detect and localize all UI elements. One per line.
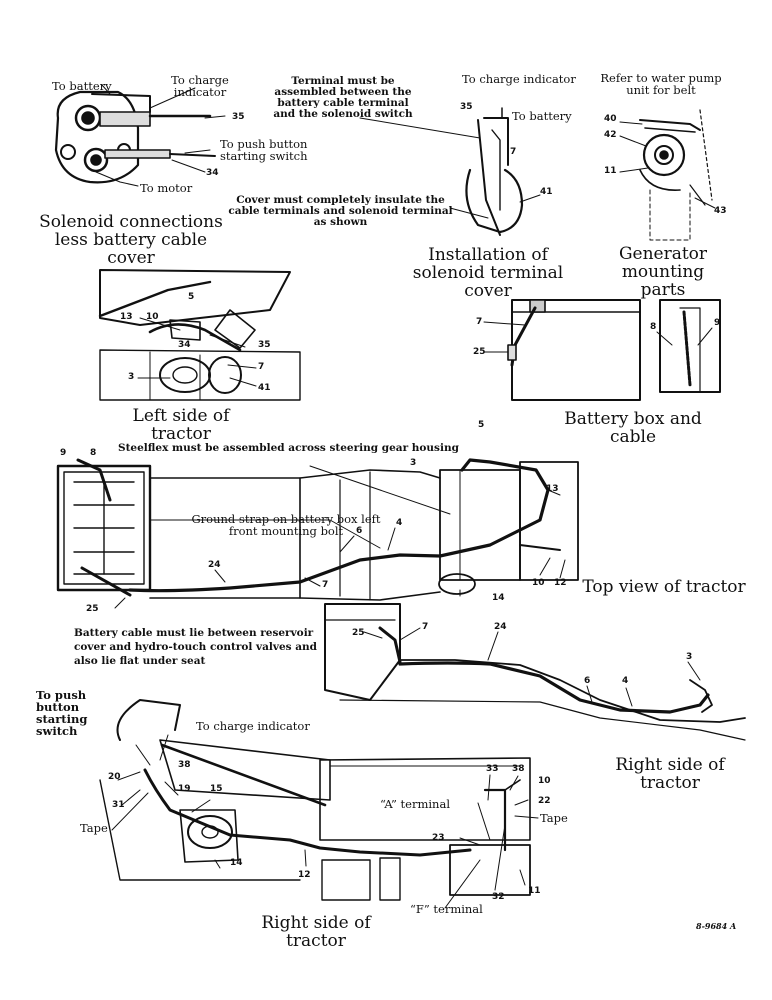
callout-7: 7 [322, 580, 329, 590]
callout-13: 13 [546, 484, 559, 494]
callout-10: 10 [532, 578, 545, 588]
label-ground-strap-note: Ground strap on battery box left front m… [191, 512, 381, 538]
caption-battery-box: Battery box and cable [564, 409, 702, 447]
callout-9: 9 [60, 448, 67, 458]
caption-left-side: Left side of tractor [132, 406, 230, 444]
callout-12: 12 [298, 870, 311, 880]
label-to-charge-indicator-1: To charge indicator [171, 73, 229, 99]
callout-3: 3 [686, 652, 693, 662]
label-to-charge-indicator-3: To charge indicator [196, 719, 310, 733]
label-to-battery-1: To battery [52, 79, 112, 93]
callout-24: 24 [208, 560, 221, 570]
figure-code: 8-9684 A [696, 921, 737, 931]
callout-25: 25 [352, 628, 365, 638]
callout-10: 10 [146, 312, 159, 322]
label-to-battery-2: To battery [512, 109, 572, 123]
callout-6: 6 [584, 676, 591, 686]
callout-25: 25 [86, 604, 99, 614]
callout-35: 35 [232, 112, 245, 122]
callout-4: 4 [622, 676, 629, 686]
label-tape-1: Tape [80, 821, 108, 835]
callout-41: 41 [540, 187, 553, 197]
callout-24: 24 [494, 622, 507, 632]
callout-7: 7 [510, 147, 517, 157]
caption-solenoid-connections: Solenoid connections less battery cable … [39, 212, 223, 268]
caption-top-view: Top view of tractor [582, 577, 746, 597]
callout-15: 15 [210, 784, 223, 794]
callout-41: 41 [258, 383, 271, 393]
callout-23: 23 [432, 833, 445, 843]
callout-12: 12 [554, 578, 567, 588]
callout-40: 40 [604, 114, 617, 124]
callout-32: 32 [492, 892, 505, 902]
label-a-terminal: “A” terminal [380, 797, 450, 811]
solenoid-cover-drawing [359, 107, 541, 236]
left-side-drawing [98, 269, 301, 401]
label-cover-note: Cover must completely insulate the cable… [228, 194, 453, 228]
callout-10: 10 [538, 776, 551, 786]
callout-14: 14 [230, 858, 243, 868]
callout-19: 19 [178, 784, 191, 794]
label-tape-2: Tape [540, 811, 568, 825]
callout-7: 7 [258, 362, 265, 372]
callout-25: 25 [473, 347, 486, 357]
callout-6: 6 [356, 526, 363, 536]
callout-22: 22 [538, 796, 551, 806]
callout-38: 38 [178, 760, 191, 770]
callout-31: 31 [112, 800, 125, 810]
top-view-drawing [56, 458, 579, 609]
callout-3: 3 [410, 458, 417, 468]
callout-14: 14 [492, 593, 505, 603]
label-water-pump-note: Refer to water pump unit for belt [600, 71, 722, 97]
label-to-push-button-1: To push button starting switch [220, 137, 308, 163]
callout-35: 35 [460, 102, 473, 112]
callout-11: 11 [528, 886, 541, 896]
label-to-motor: To motor [140, 181, 193, 195]
callout-3: 3 [128, 372, 135, 382]
label-terminal-note: Terminal must be assembled between the b… [273, 75, 413, 120]
caption-installation-cover: Installation of solenoid terminal cover [412, 245, 564, 301]
callout-20: 20 [108, 772, 121, 782]
callout-38: 38 [512, 764, 525, 774]
caption-right-side-1: Right side of tractor [615, 755, 725, 793]
label-to-charge-indicator-2: To charge indicator [462, 72, 576, 86]
callout-7: 7 [422, 622, 429, 632]
caption-generator-parts: Generator mounting parts [618, 244, 708, 300]
solenoid-connections-drawing [54, 84, 226, 187]
callout-11: 11 [604, 166, 617, 176]
callout-43: 43 [714, 206, 727, 216]
callout-7: 7 [476, 317, 483, 327]
callout-8: 8 [90, 448, 97, 458]
callout-8: 8 [650, 322, 657, 332]
callout-13: 13 [120, 312, 133, 322]
right-side-1-drawing [324, 603, 746, 741]
generator-parts-drawing [619, 109, 716, 241]
label-f-terminal: “F” terminal [410, 902, 483, 916]
label-battery-cable-note: Battery cable must lie between reservoir… [74, 627, 318, 667]
battery-box-drawing [483, 299, 721, 401]
callout-5: 5 [478, 420, 485, 430]
callout-4: 4 [396, 518, 403, 528]
callout-34: 34 [178, 340, 191, 350]
callout-34: 34 [206, 168, 219, 178]
callout-42: 42 [604, 130, 617, 140]
caption-right-side-2: Right side of tractor [261, 913, 371, 951]
callout-33: 33 [486, 764, 499, 774]
label-steelflex-note: Steelflex must be assembled across steer… [118, 442, 459, 454]
callout-5: 5 [188, 292, 195, 302]
label-to-push-button-2: To push button starting switch [36, 688, 88, 738]
right-side-2-drawing [99, 699, 539, 909]
callout-9: 9 [714, 318, 721, 328]
callout-35: 35 [258, 340, 271, 350]
